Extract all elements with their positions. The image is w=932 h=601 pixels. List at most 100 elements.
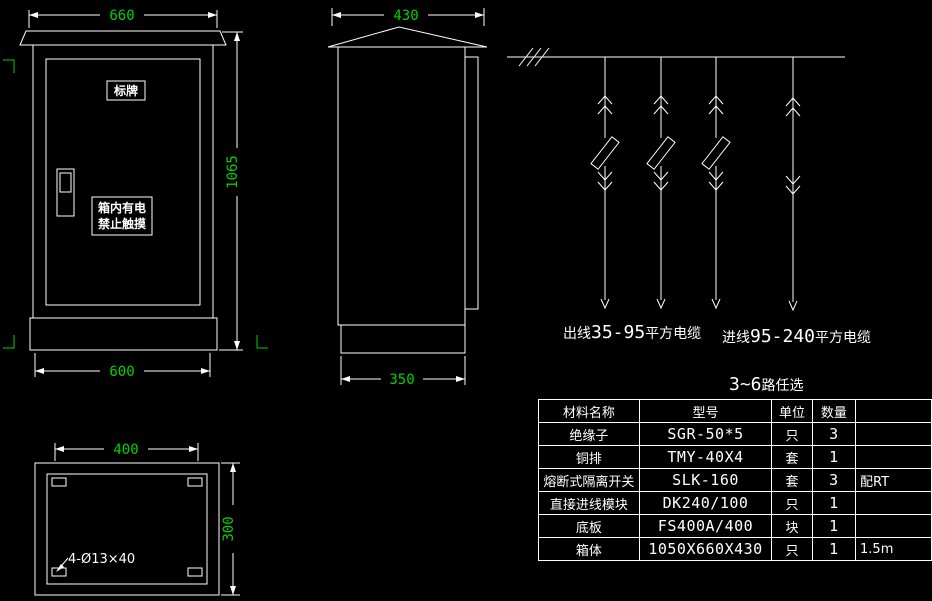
nameplate-text: 标牌 <box>113 83 138 98</box>
col-header-model: 型号 <box>638 399 773 423</box>
table-row: 熔断式隔离开关 SLK-160 套 3 配RT <box>538 468 932 492</box>
front-view: 660 标牌 箱内有电 禁止触摸 600 <box>3 8 268 380</box>
table-cell: 1 <box>811 537 857 561</box>
cabinet-body-side <box>337 46 466 326</box>
dim-bottom-height: 300 <box>221 462 240 596</box>
dim-bottom-width: 400 <box>54 442 199 461</box>
table-cell: 底板 <box>538 514 640 538</box>
incoming-circuit <box>785 57 801 312</box>
table-cell: 直接进线模块 <box>538 491 640 515</box>
door-handle <box>56 168 75 217</box>
cabinet-door <box>45 58 201 306</box>
cabinet-base-side <box>340 324 466 354</box>
plug-chevron-icon <box>785 107 801 117</box>
table-cell: 配RT <box>855 468 932 492</box>
table-cell: 3 <box>811 422 857 446</box>
parts-table: 材料名称 型号 单位 数量 绝缘子 SGR-50*5 只 3 铜排 TMY-40… <box>538 399 932 561</box>
table-cell: 箱体 <box>538 537 640 561</box>
plug-chevron-icon <box>597 105 613 115</box>
table-cell <box>855 422 932 446</box>
plug-chevron-icon <box>597 171 613 181</box>
tick-mark <box>256 335 268 349</box>
nameplate: 标牌 <box>106 80 146 101</box>
table-cell: 1 <box>811 445 857 469</box>
plug-chevron-icon <box>708 181 724 191</box>
table-row: 绝缘子 SGR-50*5 只 3 <box>538 422 932 446</box>
plug-chevron-icon <box>785 175 801 185</box>
table-cell: SLK-160 <box>638 468 773 492</box>
warning-text-line1: 箱内有电 <box>98 200 146 215</box>
table-row: 底板 FS400A/400 块 1 <box>538 514 932 538</box>
col-header-qty: 数量 <box>811 399 857 423</box>
side-view: 430 350 <box>327 8 488 388</box>
dim-text-front-top: 660 <box>109 8 134 24</box>
dim-text-front-height: 1065 <box>225 155 241 189</box>
outgoing-circuit-2 <box>646 57 676 310</box>
plug-chevron-icon <box>708 171 724 181</box>
table-cell <box>855 491 932 515</box>
cable-arrow-icon <box>656 298 666 310</box>
dim-text-side-bottom: 350 <box>389 372 414 388</box>
plug-chevron-icon <box>653 171 669 181</box>
dim-text-bottom-height: 300 <box>221 516 237 541</box>
table-cell: 只 <box>771 422 813 446</box>
plug-chevron-icon <box>653 105 669 115</box>
table-row: 箱体 1050X660X430 只 1 1.5m <box>538 537 932 561</box>
tick-mark <box>3 335 15 349</box>
cabinet-roof-front <box>19 30 227 46</box>
table-cell: 1 <box>811 491 857 515</box>
plug-chevron-icon <box>708 105 724 115</box>
cable-arrow-icon <box>711 298 721 310</box>
table-cell: SGR-50*5 <box>638 422 773 446</box>
fuse-switch-symbol <box>590 136 620 170</box>
table-cell: 1 <box>811 514 857 538</box>
fuse-switch-symbol <box>701 136 731 170</box>
dim-text-side-top: 430 <box>393 8 418 24</box>
outgoing-circuit-1 <box>590 57 620 310</box>
table-header-row: 材料名称 型号 单位 数量 <box>538 399 932 423</box>
dim-side-bottom-width: 350 <box>340 356 466 388</box>
hole-note-text: 4-Ø13×40 <box>68 552 135 567</box>
incoming-cable-label: 进线95-240平方电缆 <box>722 326 871 347</box>
plug-chevron-icon <box>653 95 669 105</box>
cabinet-roof-side <box>327 26 488 48</box>
dim-front-height: 1065 <box>219 31 243 351</box>
cabinet-base-front <box>29 317 218 351</box>
base-plate-outline <box>34 462 220 596</box>
table-row: 铜排 TMY-40X4 套 1 <box>538 445 932 469</box>
dim-front-top-width: 660 <box>28 8 218 28</box>
table-cell: TMY-40X4 <box>638 445 773 469</box>
tick-mark <box>3 59 15 73</box>
base-plate-opening <box>46 473 208 585</box>
bottom-view: 400 4-Ø13×40 300 <box>34 442 240 596</box>
table-cell: FS400A/400 <box>638 514 773 538</box>
plug-chevron-icon <box>597 95 613 105</box>
table-cell: 3 <box>811 468 857 492</box>
dim-front-bottom-width: 600 <box>34 353 211 380</box>
table-cell: 套 <box>771 445 813 469</box>
cable-arrow-icon <box>788 300 798 312</box>
mounting-slot <box>187 477 203 487</box>
table-cell: 套 <box>771 468 813 492</box>
table-cell: 1050X660X430 <box>638 537 773 561</box>
hole-callout: 4-Ø13×40 <box>56 552 135 572</box>
table-row: 直接进线模块 DK240/100 只 1 <box>538 491 932 515</box>
fuse-switch-symbol <box>646 136 676 170</box>
table-cell: 块 <box>771 514 813 538</box>
supply-break-marks <box>518 47 550 67</box>
table-cell: DK240/100 <box>638 491 773 515</box>
table-cell: 铜排 <box>538 445 640 469</box>
dim-text-bottom-width: 400 <box>113 442 138 458</box>
mounting-slot <box>51 477 67 487</box>
dim-text-front-bottom: 600 <box>109 364 134 380</box>
mounting-slot <box>187 567 203 577</box>
table-cell: 熔断式隔离开关 <box>538 468 640 492</box>
table-cell <box>855 514 932 538</box>
plug-chevron-icon <box>597 181 613 191</box>
wiring-schematic: 出线35-95平方电缆 进线95-240平方电缆 3~6路任选 <box>507 47 871 395</box>
col-header-material: 材料名称 <box>538 399 640 423</box>
plug-chevron-icon <box>708 95 724 105</box>
plug-chevron-icon <box>653 181 669 191</box>
col-header-remark <box>855 399 932 423</box>
